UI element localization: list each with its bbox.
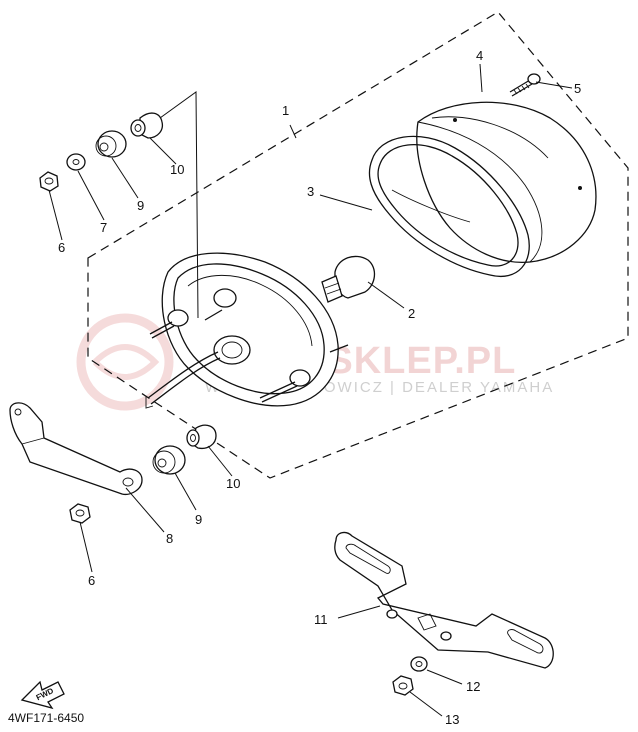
watermark-logo-icon (76, 313, 174, 411)
screw (509, 73, 541, 97)
diagram-code: 4WF171-6450 (8, 711, 84, 725)
callout-9-upper: 9 (137, 198, 144, 213)
callout-3: 3 (307, 184, 314, 199)
callout-1: 1 (282, 103, 289, 118)
lens-gasket (368, 135, 530, 277)
callout-6-upper: 6 (58, 240, 65, 255)
callout-2: 2 (408, 306, 415, 321)
callout-6-lower: 6 (88, 573, 95, 588)
bulb (321, 255, 376, 303)
callout-9-lower: 9 (195, 512, 202, 527)
callout-11: 11 (314, 612, 328, 627)
callout-10-lower: 10 (226, 476, 240, 491)
mounting-bracket (9, 402, 143, 524)
tail-lens (416, 101, 597, 264)
license-bracket (334, 531, 554, 696)
callout-7: 7 (100, 220, 107, 235)
callout-4: 4 (476, 48, 483, 63)
callout-5: 5 (574, 81, 581, 96)
leader-lines (48, 63, 573, 717)
upper-hardware (39, 112, 164, 192)
callout-10-upper: 10 (170, 162, 184, 177)
lamp-housing (145, 252, 349, 409)
callout-12: 12 (466, 679, 480, 694)
callout-8: 8 (166, 531, 173, 546)
fwd-arrow-icon (20, 680, 65, 710)
callout-13: 13 (445, 712, 459, 727)
lower-hardware (152, 424, 217, 475)
callout-labels: 1 2 3 4 5 6 6 7 8 9 9 10 10 11 12 13 (58, 48, 581, 727)
fwd-indicator: FWD (20, 680, 65, 710)
